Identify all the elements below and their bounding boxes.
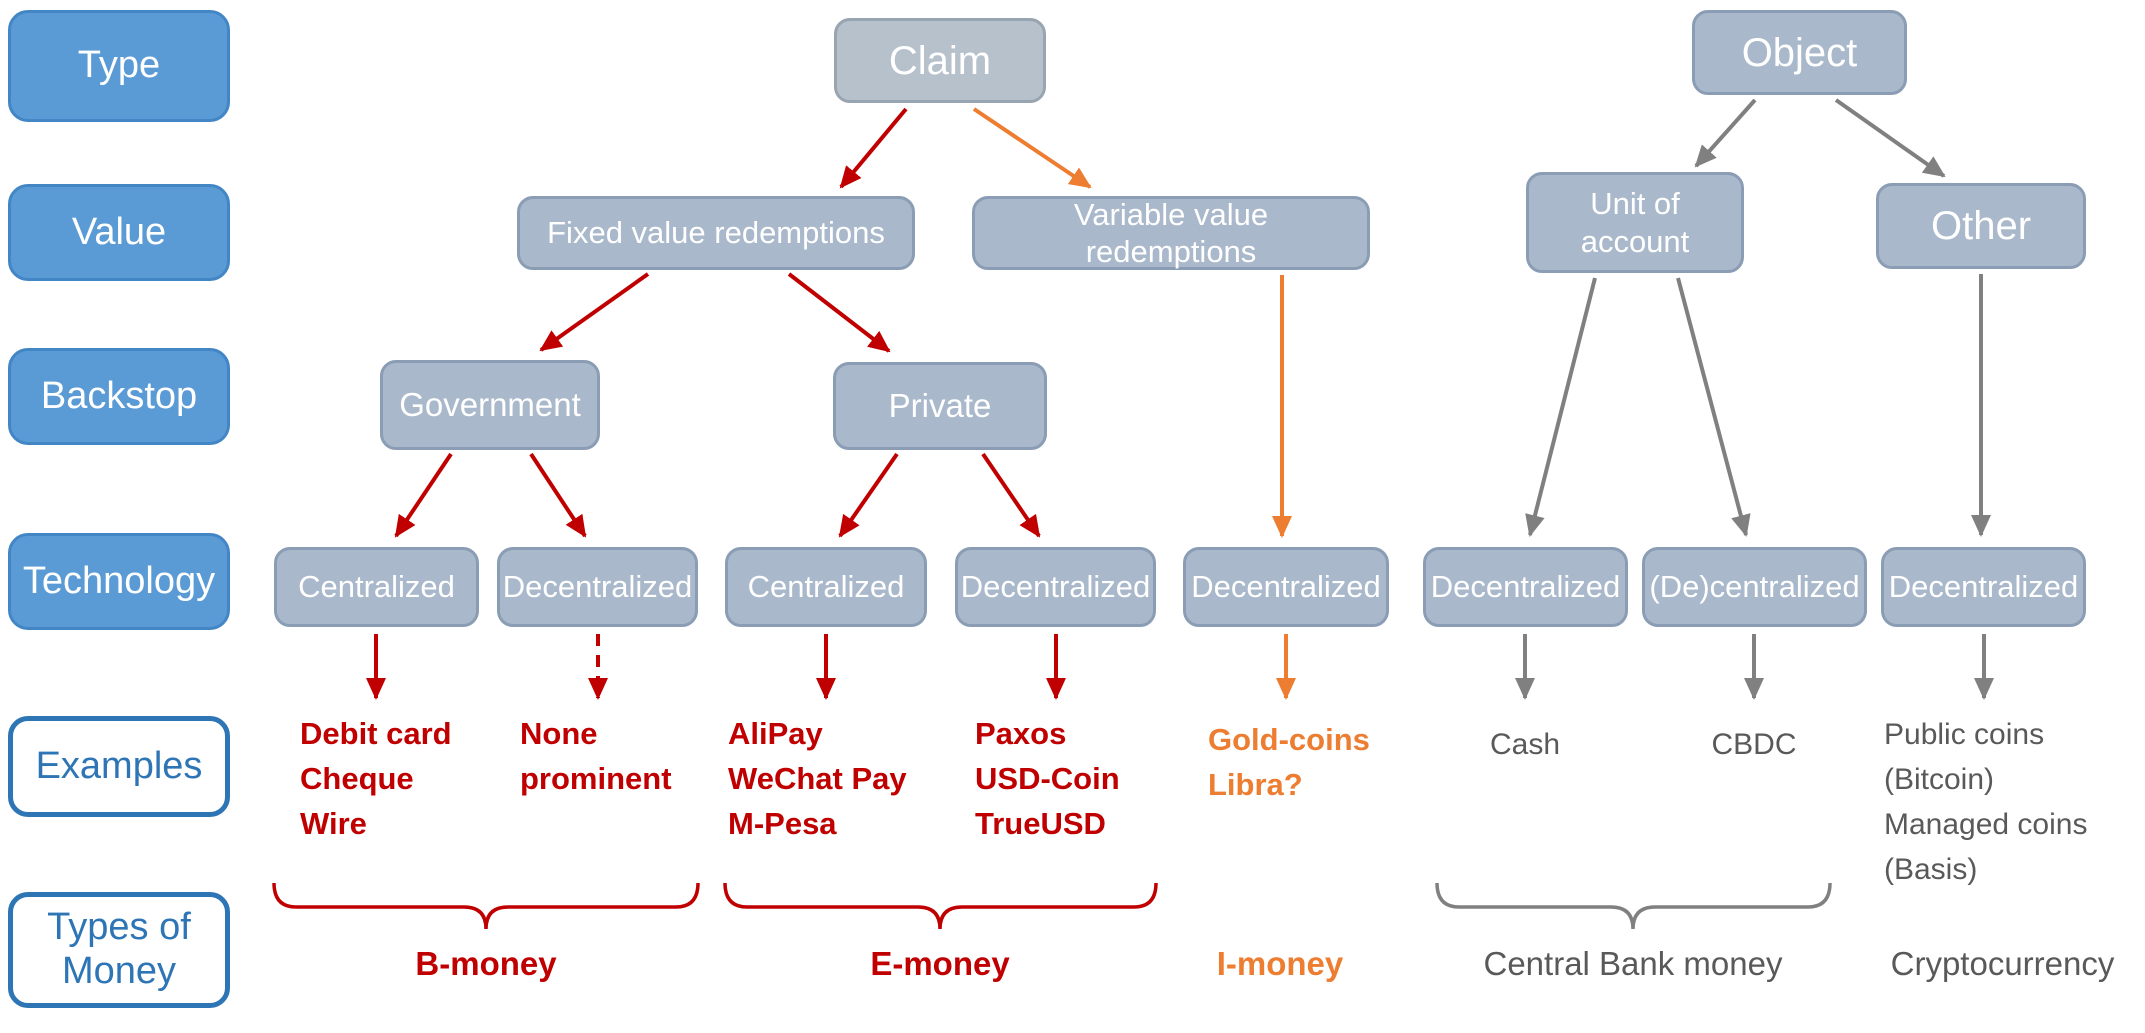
node-variable-value-redemptions: Variable value redemptions: [972, 196, 1370, 270]
arrow-fixed-to-private: [787, 272, 891, 353]
arrow-fixed-to-government: [539, 272, 650, 352]
example-line: Cheque: [300, 760, 414, 796]
node-object: Object: [1692, 10, 1907, 95]
money-type-cryptocurrency: Cryptocurrency: [1890, 945, 2115, 982]
arrow-government-to-decentralized: [529, 452, 587, 538]
example-line: Libra?: [1208, 766, 1303, 802]
row-label-examples: Examples: [8, 716, 230, 817]
row-label-technology: Technology: [8, 533, 230, 630]
example-line: Managed coins: [1884, 808, 2088, 841]
arrow-object-to-unit-of-account: [1694, 98, 1757, 168]
examples-crypto: Public coins (Bitcoin) Managed coins (Ba…: [1884, 712, 2087, 892]
example-line: Paxos: [975, 716, 1067, 751]
examples-e-centralized: AliPay WeChat Pay M-Pesa: [728, 712, 907, 847]
node-tech-unit-decentralized2: (De)centralized: [1642, 547, 1867, 627]
node-tech-other-decentralized: Decentralized: [1881, 547, 2086, 627]
example-line: WeChat Pay: [728, 760, 907, 796]
node-private: Private: [833, 362, 1047, 450]
arrow-government-to-centralized: [394, 452, 453, 538]
example-line: prominent: [520, 760, 672, 796]
example-cash: Cash: [1489, 728, 1561, 761]
examples-b-decentralized: None prominent: [520, 712, 672, 802]
node-other: Other: [1876, 183, 2086, 269]
examples-i-money: Gold-coins Libra?: [1208, 718, 1370, 808]
example-line: TrueUSD: [975, 805, 1106, 841]
node-fixed-value-redemptions: Fixed value redemptions: [517, 196, 915, 270]
money-type-i: I-money: [1216, 945, 1344, 982]
examples-b-centralized: Debit card Cheque Wire: [300, 712, 452, 847]
arrow-private-to-centralized: [838, 452, 899, 538]
example-line: Public coins: [1884, 718, 2045, 751]
node-tech-gov-decentralized: Decentralized: [497, 547, 698, 627]
node-tech-variable-decentralized: Decentralized: [1183, 547, 1389, 627]
brace-central-bank-money: [1435, 882, 1832, 930]
example-line: (Bitcoin): [1884, 763, 1995, 796]
row-label-types-of-money: Types of Money: [8, 892, 230, 1008]
brace-e-money: [723, 882, 1158, 930]
row-label-backstop: Backstop: [8, 348, 230, 445]
node-tech-gov-centralized: Centralized: [274, 547, 479, 627]
example-cbdc: CBDC: [1711, 728, 1797, 761]
example-line: (Basis): [1884, 853, 1978, 886]
example-line: Wire: [300, 805, 367, 841]
example-line: Gold-coins: [1208, 722, 1370, 757]
example-line: AliPay: [728, 716, 823, 751]
example-line: M-Pesa: [728, 805, 837, 841]
node-claim: Claim: [834, 18, 1046, 103]
example-line: None: [520, 716, 598, 751]
money-type-central-bank: Central Bank money: [1483, 945, 1783, 982]
money-type-e: E-money: [870, 945, 1010, 982]
node-unit-of-account: Unit of account: [1526, 172, 1744, 273]
node-tech-private-decentralized: Decentralized: [955, 547, 1156, 627]
arrow-claim-to-fixed: [839, 107, 908, 189]
example-line: USD-Coin: [975, 760, 1120, 796]
examples-e-decentralized: Paxos USD-Coin TrueUSD: [975, 712, 1120, 847]
example-line: Debit card: [300, 716, 452, 751]
money-type-b: B-money: [415, 945, 557, 982]
arrow-object-to-other: [1834, 98, 1946, 178]
arrow-private-to-decentralized: [981, 452, 1041, 538]
node-tech-unit-decentralized: Decentralized: [1423, 547, 1628, 627]
brace-b-money: [272, 882, 700, 930]
arrow-claim-to-variable: [972, 107, 1092, 189]
row-label-value: Value: [8, 184, 230, 281]
arrow-unit-to-decentralized7: [1676, 277, 1751, 537]
row-label-type: Type: [8, 10, 230, 122]
node-tech-private-centralized: Centralized: [725, 547, 927, 627]
node-government: Government: [380, 360, 600, 450]
arrow-unit-to-decentralized6: [1525, 277, 1597, 537]
